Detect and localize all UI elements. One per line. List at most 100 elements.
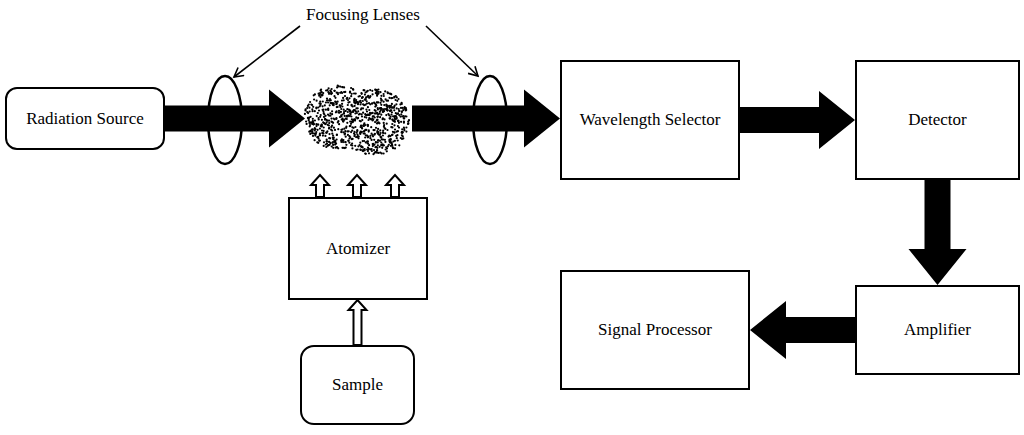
atom-dot	[390, 145, 392, 147]
atom-dot	[316, 136, 318, 138]
atom-dot	[328, 87, 330, 89]
atom-dot	[346, 130, 348, 132]
atom-dot	[398, 114, 400, 116]
atom-dot	[322, 132, 324, 134]
atom-dot	[389, 110, 391, 112]
atom-dot	[371, 133, 373, 135]
atom-dot	[358, 95, 360, 97]
atom-dot	[357, 102, 359, 104]
atom-dot	[369, 103, 371, 105]
atom-dot	[337, 85, 339, 87]
atom-dot	[350, 87, 352, 89]
atom-dot	[331, 133, 333, 135]
atom-dot	[340, 141, 342, 143]
atom-dot	[317, 123, 319, 125]
atom-dot	[349, 121, 351, 123]
atom-dot	[369, 96, 371, 98]
atom-dot	[377, 128, 379, 130]
atom-dot	[344, 132, 346, 134]
atom-dot	[403, 117, 405, 119]
atom-dot	[386, 108, 388, 110]
atom-dot	[374, 133, 376, 135]
atom-dot	[320, 89, 322, 91]
atom-dot	[372, 153, 374, 155]
atom-dot	[344, 95, 346, 97]
atom-dot	[318, 118, 320, 120]
atom-dot	[370, 126, 372, 128]
atom-dot	[361, 146, 363, 148]
atom-dot	[315, 107, 317, 109]
atom-dot	[325, 109, 327, 111]
atom-dot	[383, 122, 385, 124]
atom-dot	[381, 99, 383, 101]
atom-dot	[362, 96, 364, 98]
atom-dot	[345, 147, 347, 149]
atom-dot	[380, 107, 382, 109]
atom-dot	[368, 131, 370, 133]
atom-dot	[344, 141, 346, 143]
atom-dot	[315, 131, 317, 133]
atom-dot	[342, 120, 344, 122]
atom-dot	[348, 109, 350, 111]
callout-label: Focusing Lenses	[283, 5, 443, 25]
atom-dot	[374, 121, 376, 123]
atom-dot	[386, 129, 388, 131]
atom-dot	[367, 106, 369, 108]
atom-dot	[351, 147, 353, 149]
atom-dot	[393, 124, 395, 126]
atom-dot	[401, 128, 403, 130]
atom-dot	[346, 122, 348, 124]
atom-dot	[322, 110, 324, 112]
atom-dot	[328, 137, 330, 139]
atom-dot	[364, 136, 366, 138]
atom-dot	[356, 117, 358, 119]
atom-dot	[346, 98, 348, 100]
atom-dot	[366, 142, 368, 144]
atom-dot	[319, 139, 321, 141]
atom-dot	[400, 113, 402, 115]
atom-dot	[350, 95, 352, 97]
atom-dot	[349, 125, 351, 127]
atom-dot	[335, 143, 337, 145]
vapor-arrow	[386, 175, 404, 197]
atom-dot	[403, 129, 405, 131]
atom-dot	[317, 129, 319, 131]
atom-dot	[334, 140, 336, 142]
atom-dot	[323, 126, 325, 128]
atom-dot	[376, 147, 378, 149]
atom-dot	[336, 146, 338, 148]
hollow-arrow	[349, 300, 367, 345]
atom-dot	[341, 103, 343, 105]
atom-dot	[333, 90, 335, 92]
atom-dot	[373, 149, 375, 151]
atom-dot	[343, 86, 345, 88]
atom-dot	[317, 112, 319, 114]
atom-dot	[346, 115, 348, 117]
atom-dot	[384, 132, 386, 134]
atom-dot	[314, 127, 316, 129]
atom-dot	[350, 123, 352, 125]
atom-dot	[379, 129, 381, 131]
atom-dot	[389, 118, 391, 120]
atom-dot	[359, 133, 361, 135]
atom-dot	[371, 148, 373, 150]
atom-dot	[333, 140, 335, 142]
atom-dot	[322, 105, 324, 107]
atom-dot	[314, 139, 316, 141]
atom-dot	[351, 144, 353, 146]
atom-dot	[386, 123, 388, 125]
detector-box: Detector	[855, 60, 1020, 180]
atom-dot	[382, 130, 384, 132]
atom-dot	[330, 91, 332, 93]
atom-dot	[307, 112, 309, 114]
atom-dot	[325, 143, 327, 145]
atom-dot	[390, 109, 392, 111]
atom-dot	[333, 136, 335, 138]
atom-dot	[362, 112, 364, 114]
atom-dot	[359, 132, 361, 134]
atom-dot	[339, 92, 341, 94]
atom-dot	[360, 145, 362, 147]
atom-dot	[357, 145, 359, 147]
atom-dot	[401, 111, 403, 113]
atom-dot	[380, 95, 382, 97]
